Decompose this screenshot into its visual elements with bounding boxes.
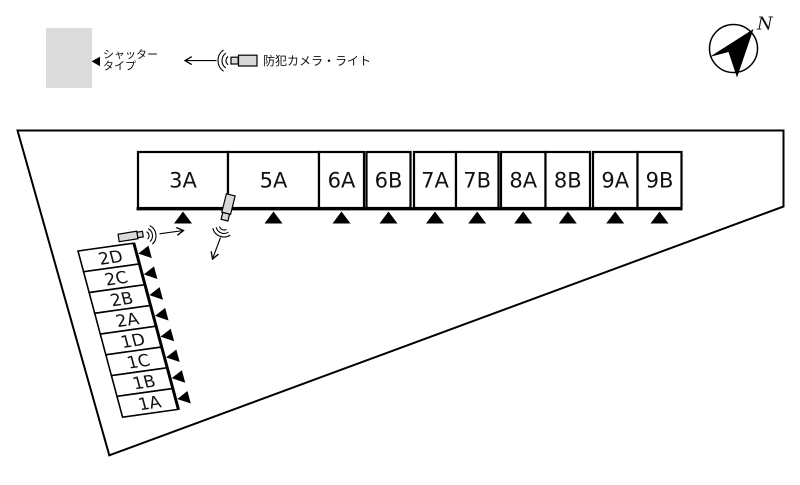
shutter-marker-icon [160,328,175,342]
shutter-marker-icon [174,211,192,224]
unit-box-8A [499,150,547,210]
unit-label: 2B [108,289,135,311]
legend: シャッター タイプ 防犯カメラ・ライト [46,28,371,88]
camera-waves-icon [217,49,229,72]
compass: N [708,14,774,78]
shutter-swatch [46,28,92,88]
shutter-marker-icon [650,211,669,224]
unit-label: 6A [328,169,356,193]
unit-label: 2A [114,309,142,331]
shutter-marker-icon [171,370,186,383]
unit-box-9B [636,150,683,210]
shutter-marker-icon [332,211,351,224]
unit-label: 9A [601,169,629,193]
camera-body-icon [237,54,258,67]
camera-waves-icon [146,225,157,245]
shutter-marker-icon [154,307,169,321]
unit-box-7B [454,150,500,210]
unit-label: 8B [554,169,582,193]
unit-label: 6B [375,169,403,193]
shutter-label-line1: シャッター [103,48,158,61]
camera-direction-arrow [213,237,222,260]
column-front-line [132,242,180,411]
unit-label: 1B [131,372,158,394]
compass-circle [708,23,759,74]
unit-label: 7A [421,169,449,193]
unit-label: 1A [136,393,164,415]
shutter-marker-icon [166,349,180,363]
shutter-markers-top-row [174,211,669,224]
camera-direction-arrow [159,231,184,234]
camera-waves-icon [212,226,231,238]
shutter-marker-icon [177,391,191,404]
shutter-marker-icon [138,245,152,259]
camera-lens-icon [220,211,231,222]
camera-lens-icon [136,230,144,239]
camera-body-icon [117,230,139,243]
unit-label: 2C [103,268,131,290]
top-row-units: 3A 5A 6A 6B 7A 7B 8A 8B 9A 9B [136,150,683,260]
unit-label: 1C [125,351,153,373]
unit-box-8B [544,150,592,210]
left-column-units: 2D 2C 2B 2A 1D 1C 1B 1A [77,242,191,419]
shutter-marker-icon [149,287,163,300]
unit-box-6A [317,150,366,210]
shutter-marker-icon [143,266,158,279]
shutter-marker-icon [558,211,577,224]
camera-legend-label: 防犯カメラ・ライト [263,53,371,68]
camera-legend: 防犯カメラ・ライト [185,49,371,72]
shutter-marker-icon [468,211,487,224]
shutter-marker-icon [91,56,100,67]
security-camera-top-row [211,193,236,260]
unit-box-7A [412,150,458,210]
shutter-marker-icon [426,211,444,224]
unit-label: 9B [646,169,674,193]
shutter-marker-icon [514,211,533,224]
shutter-marker-icon [606,211,625,224]
shutter-markers-left-column [138,245,191,404]
unit-label: 8A [509,169,537,193]
unit-label: 2D [96,247,125,270]
north-label: N [756,14,774,35]
unit-box-6B [365,150,412,210]
shutter-marker-icon [264,211,283,224]
shutter-label-line2: タイプ [103,60,136,73]
camera-lens-icon [230,56,239,65]
unit-label: 1D [119,330,148,353]
site-boundary [16,129,785,457]
unit-label: 7B [463,169,491,193]
unit-label: 3A [169,169,197,193]
security-camera-left-column [117,225,184,245]
north-needle-icon [709,29,754,78]
shutter-marker-icon [379,211,398,224]
unit-label: 5A [260,169,288,193]
